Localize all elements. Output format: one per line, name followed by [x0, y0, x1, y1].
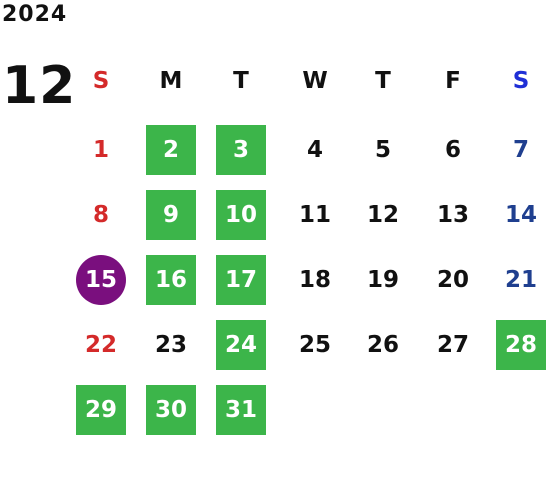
- highlighted-day-cell[interactable]: 10: [216, 190, 266, 240]
- weekday-header-thu: T: [375, 68, 391, 94]
- day-cell[interactable]: 18: [298, 267, 331, 293]
- day-cell[interactable]: 23: [154, 332, 187, 358]
- highlighted-day-cell[interactable]: 29: [76, 385, 126, 435]
- day-cell[interactable]: 11: [298, 202, 331, 228]
- highlighted-day-cell[interactable]: 24: [216, 320, 266, 370]
- selected-day-cell[interactable]: 15: [76, 255, 126, 305]
- highlighted-day-cell[interactable]: 30: [146, 385, 196, 435]
- day-cell[interactable]: 12: [366, 202, 399, 228]
- highlighted-day-cell[interactable]: 2: [146, 125, 196, 175]
- highlighted-day-cell[interactable]: 28: [496, 320, 546, 370]
- highlighted-day-cell[interactable]: 9: [146, 190, 196, 240]
- highlighted-day-cell[interactable]: 31: [216, 385, 266, 435]
- saturday-day-cell[interactable]: 21: [504, 267, 537, 293]
- weekday-header-tue: T: [233, 68, 249, 94]
- day-cell[interactable]: 27: [436, 332, 469, 358]
- sunday-day-cell[interactable]: 22: [84, 332, 117, 358]
- weekday-header-wed: W: [302, 68, 328, 94]
- highlighted-day-cell[interactable]: 16: [146, 255, 196, 305]
- weekday-header-mon: M: [159, 68, 183, 94]
- day-cell[interactable]: 25: [298, 332, 331, 358]
- highlighted-day-cell[interactable]: 3: [216, 125, 266, 175]
- weekday-header-sat: S: [512, 68, 530, 94]
- day-cell[interactable]: 4: [306, 137, 323, 163]
- calendar-year: 2024: [2, 2, 68, 27]
- day-cell[interactable]: 13: [436, 202, 469, 228]
- day-cell[interactable]: 20: [436, 267, 469, 293]
- day-cell[interactable]: 6: [444, 137, 461, 163]
- sunday-day-cell[interactable]: 1: [92, 137, 109, 163]
- saturday-day-cell[interactable]: 7: [512, 137, 529, 163]
- day-cell[interactable]: 5: [374, 137, 391, 163]
- saturday-day-cell[interactable]: 14: [504, 202, 537, 228]
- weekday-header-sun: S: [92, 68, 110, 94]
- day-cell[interactable]: 19: [366, 267, 399, 293]
- day-cell[interactable]: 26: [366, 332, 399, 358]
- highlighted-day-cell[interactable]: 17: [216, 255, 266, 305]
- weekday-header-fri: F: [445, 68, 461, 94]
- sunday-day-cell[interactable]: 8: [92, 202, 109, 228]
- calendar-month: 12: [2, 56, 77, 116]
